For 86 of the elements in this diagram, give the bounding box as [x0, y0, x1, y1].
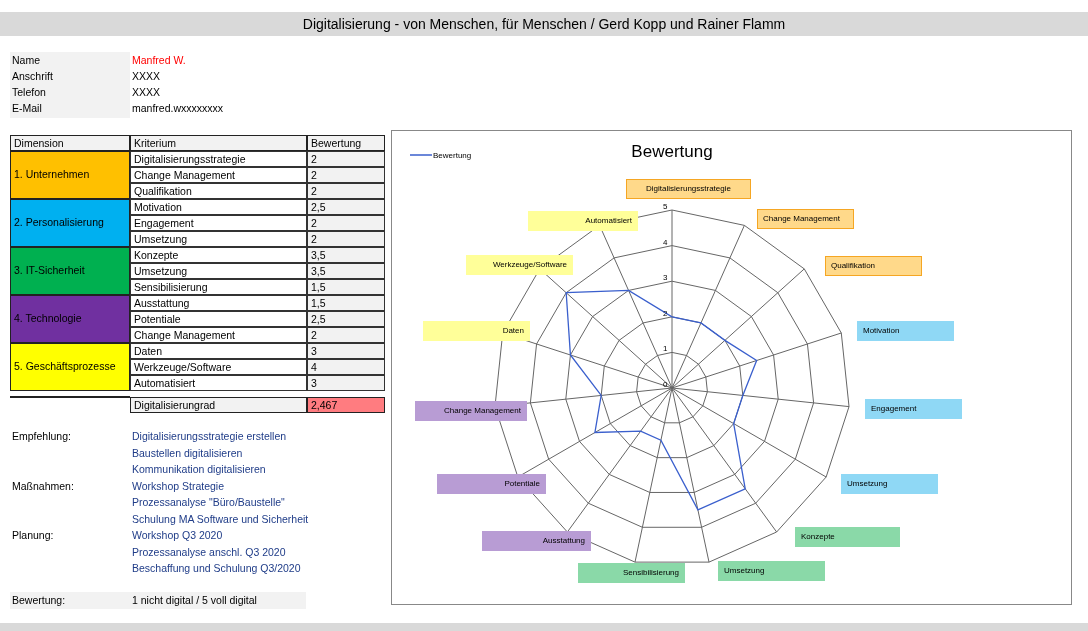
table-cell: 3,5	[307, 263, 385, 279]
title-bar: Digitalisierung - von Menschen, für Menschen / Gerd Kopp und Rainer Flamm	[0, 12, 1088, 36]
field-value: Beschaffung und Schulung Q3/2020	[132, 561, 301, 576]
table-cell: Automatisiert	[130, 375, 307, 391]
field-value: Workshop Strategie	[132, 478, 225, 494]
table-cell: Sensibilisierung	[130, 279, 307, 295]
table-cell: Digitalisierungrad	[130, 397, 307, 413]
field-value: Manfred W.	[132, 53, 186, 68]
tick-label: 4	[663, 237, 668, 247]
table-cell: 4	[307, 359, 385, 375]
table-cell: 2,5	[307, 311, 385, 327]
table-cell: Change Management	[130, 167, 307, 183]
field-value: Kommunikation digitalisieren	[132, 462, 266, 477]
tick-label: 2	[663, 308, 668, 318]
table-cell: Engagement	[130, 215, 307, 231]
field-value: XXXX	[132, 85, 160, 100]
field-label: Planung:	[12, 528, 54, 543]
axis-label: Change Management	[415, 401, 527, 421]
tick-label: 3	[663, 273, 668, 283]
table-cell: 2	[307, 215, 385, 231]
dimension-cell: 1. Unternehmen	[10, 151, 130, 199]
field-value: XXXX	[132, 69, 160, 84]
table-cell: Umsetzung	[130, 263, 307, 279]
table-cell: Qualifikation	[130, 183, 307, 199]
table-cell: 2,5	[307, 199, 385, 215]
column-header: Dimension	[10, 135, 130, 151]
column-header: Bewertung	[307, 135, 385, 151]
axis-label: Konzepte	[795, 527, 900, 547]
dimension-cell: 3. IT-Sicherheit	[10, 247, 130, 295]
field-label: Anschrift	[12, 69, 53, 84]
table-cell: Daten	[130, 343, 307, 359]
table-cell: 3,5	[307, 247, 385, 263]
axis-label: Engagement	[865, 399, 962, 419]
tick-label: 0	[663, 380, 668, 389]
table-cell: 2	[307, 183, 385, 199]
axis-label: Change Management	[757, 209, 854, 229]
field-label: Telefon	[12, 85, 46, 100]
column-header: Kriterium	[130, 135, 307, 151]
table-cell: Werkzeuge/Software	[130, 359, 307, 375]
table-cell: 3	[307, 375, 385, 391]
field-value: Schulung MA Software und Sicherheit	[132, 511, 309, 527]
field-label: Bewertung:	[12, 593, 66, 608]
field-value: manfred.wxxxxxxxx	[132, 101, 224, 116]
table-cell: Umsetzung	[130, 231, 307, 247]
table-cell: 2	[307, 167, 385, 183]
field-value: Digitalisierungsstrategie erstellen	[132, 429, 287, 444]
table-cell: 2,467	[307, 397, 385, 413]
table-cell: 1,5	[307, 279, 385, 295]
tick-label: 5	[663, 202, 668, 211]
field-label: E-Mail	[12, 101, 42, 116]
axis-label: Daten	[423, 321, 530, 341]
chart-title: Bewertung	[631, 142, 713, 162]
field-value: Baustellen digitalisieren	[132, 445, 243, 461]
field-label: Empfehlung:	[12, 429, 71, 444]
axis-label: Ausstattung	[482, 531, 591, 551]
field-value: Workshop Q3 2020	[132, 528, 223, 543]
field-label: Maßnahmen:	[12, 478, 74, 494]
table-cell: 2	[307, 231, 385, 247]
table-cell: Change Management	[130, 327, 307, 343]
legend-label: Bewertung	[433, 150, 472, 162]
dimension-cell: 5. Geschäftsprozesse	[10, 343, 130, 391]
table-cell: 2	[307, 151, 385, 167]
axis-label: Qualifikation	[825, 256, 922, 276]
axis-label: Motivation	[857, 321, 954, 341]
axis-label: Automatisiert	[528, 211, 638, 231]
table-cell: Digitalisierungsstrategie	[130, 151, 307, 167]
axis-label: Sensibilisierung	[578, 563, 685, 583]
dimension-cell: 2. Personalisierung	[10, 199, 130, 247]
table-cell: Motivation	[130, 199, 307, 215]
field-label: Name	[12, 53, 40, 68]
field-value: 1 nicht digital / 5 voll digital	[132, 593, 257, 608]
field-value: Prozessanalyse anschl. Q3 2020	[132, 544, 286, 560]
tick-label: 1	[663, 344, 668, 354]
table-cell: 2	[307, 327, 385, 343]
table-cell: Ausstattung	[130, 295, 307, 311]
axis-label: Potentiale	[437, 474, 546, 494]
table-cell: 3	[307, 343, 385, 359]
table-cell: 1,5	[307, 295, 385, 311]
axis-label: Digitalisierungsstrategie	[626, 179, 751, 199]
table-cell: Konzepte	[130, 247, 307, 263]
axis-label: Umsetzung	[718, 561, 825, 581]
field-value: Prozessanalyse "Büro/Baustelle"	[132, 495, 285, 510]
dimension-cell: 4. Technologie	[10, 295, 130, 343]
table-cell: Potentiale	[130, 311, 307, 327]
axis-label: Werkzeuge/Software	[466, 255, 573, 275]
axis-label: Umsetzung	[841, 474, 938, 494]
